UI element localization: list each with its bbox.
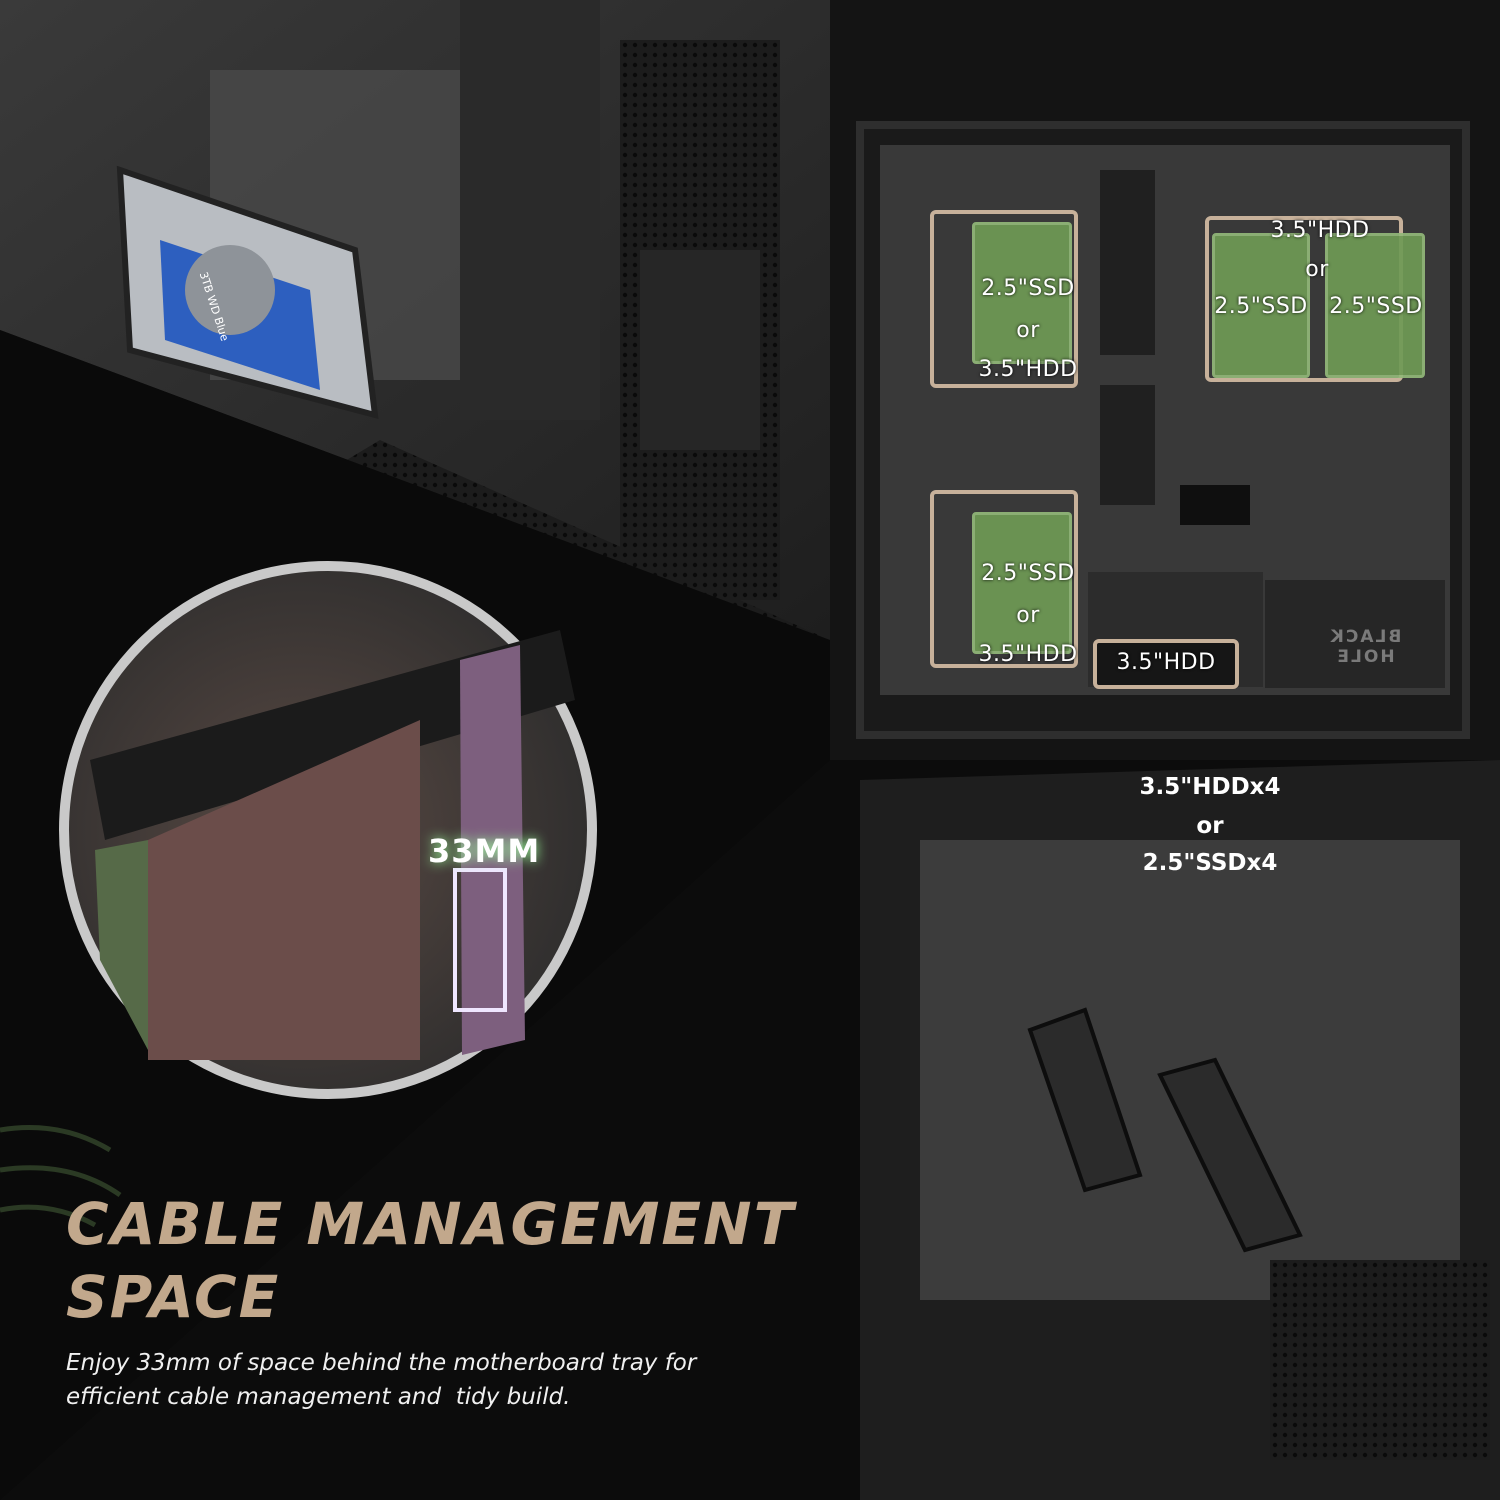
bay-top-right-or: or	[1305, 257, 1329, 282]
case-frame-zoom	[95, 840, 148, 1050]
cable-cutout-top	[1100, 170, 1155, 355]
summary-line-1: 3.5"HDDx4	[1139, 774, 1281, 800]
zoom-top-rail	[90, 630, 575, 840]
bay-top-left-line3: 3.5"HDD	[978, 357, 1078, 382]
bay-bottom-left-line1: 2.5"SSD	[981, 561, 1075, 586]
drive-bottom-left	[972, 512, 1072, 654]
cable-cutout-mid	[1100, 385, 1155, 505]
case-interior	[460, 0, 600, 420]
drive-top-right-a	[1212, 233, 1310, 378]
ssd-2	[1157, 1057, 1303, 1253]
bay-bottom-left-line3: 3.5"HDD	[978, 642, 1078, 667]
fan-hub	[1180, 485, 1250, 525]
ssd-1	[1027, 1007, 1143, 1193]
plant-silhouette	[0, 1125, 122, 1228]
gap-measurement: 33MM	[428, 832, 541, 870]
bay-top-right-ssd-left: 2.5"SSD	[1214, 294, 1308, 319]
bay-top-left-line1: 2.5"SSD	[981, 276, 1075, 301]
description-line-2: efficient cable management and tidy buil…	[66, 1384, 571, 1410]
motherboard-tray-zoom	[148, 720, 420, 1060]
drive-top-left	[972, 222, 1072, 364]
bay-top-left	[930, 210, 1078, 388]
psu-brand: BLACK HOLE	[1328, 627, 1402, 667]
rear-mesh	[1270, 1260, 1490, 1460]
bay-bottom-left-line2: or	[1016, 603, 1040, 628]
bay-top-left-line2: or	[1016, 318, 1040, 343]
bay-top-right-ssd-right: 2.5"SSD	[1329, 294, 1423, 319]
bay-top-right-hdd: 3.5"HDD	[1270, 218, 1370, 243]
drive-top-right-b	[1325, 233, 1425, 378]
psu	[1265, 580, 1445, 688]
side-panel-zoom	[460, 645, 525, 1055]
headline-line-2: SPACE	[66, 1263, 281, 1331]
headline-line-1: CABLE MANAGEMENT	[66, 1190, 796, 1258]
bottom-mesh	[330, 440, 830, 640]
summary-line-3: 2.5"SSDx4	[1142, 850, 1278, 876]
bay-bottom-hdd	[1093, 639, 1239, 689]
gap-highlight	[453, 868, 507, 1012]
bay-bottom-left	[930, 490, 1078, 668]
summary-line-2: or	[1196, 813, 1224, 839]
description-line-1: Enjoy 33mm of space behind the motherboa…	[66, 1350, 697, 1376]
bay-bottom-hdd-label: 3.5"HDD	[1116, 650, 1216, 675]
hdd-drive	[116, 165, 379, 420]
pcie-slots	[640, 250, 760, 450]
